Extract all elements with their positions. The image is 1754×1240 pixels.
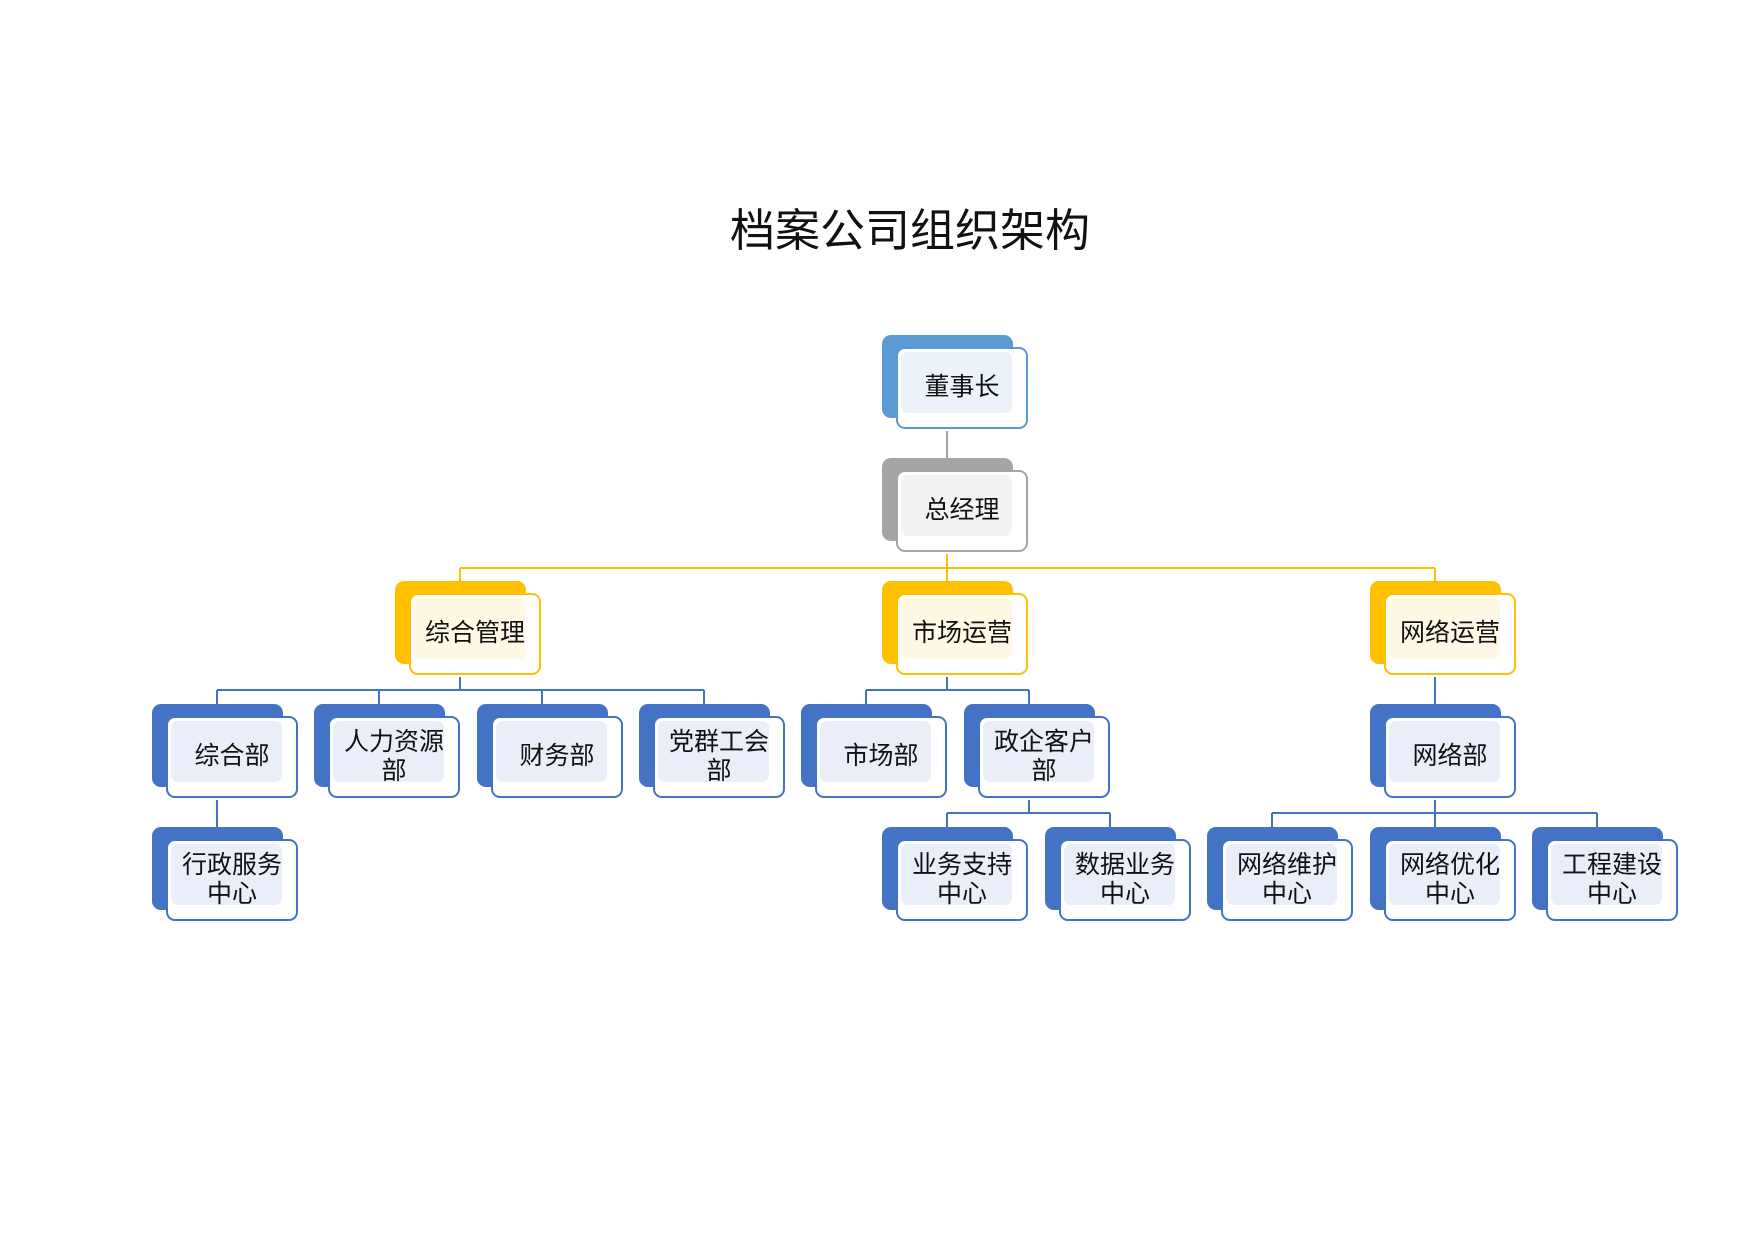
node-label: 网络优化中心 (1399, 849, 1500, 908)
node-network-optimization-center: 网络优化中心 (1370, 827, 1518, 923)
node-market-dept: 市场部 (801, 704, 949, 800)
node-network-maintenance-center: 网络维护中心 (1207, 827, 1355, 923)
node-finance-dept: 财务部 (477, 704, 625, 800)
node-label: 工程建设中心 (1561, 849, 1662, 908)
node-general-dept: 综合部 (152, 704, 300, 800)
node-label: 市场运营 (911, 618, 1012, 647)
node-label: 总经理 (924, 495, 1000, 524)
node-network-dept: 网络部 (1370, 704, 1518, 800)
node-market-operations: 市场运营 (882, 581, 1030, 677)
node-label: 数据业务中心 (1074, 849, 1175, 908)
node-party-union-dept: 党群工会部 (639, 704, 787, 800)
node-label: 财务部 (519, 741, 595, 770)
node-label: 行政服务中心 (181, 849, 282, 908)
node-label: 政企客户部 (993, 726, 1094, 785)
node-label: 综合管理 (424, 618, 525, 647)
node-label: 网络运营 (1399, 618, 1500, 647)
node-general-manager: 总经理 (882, 458, 1030, 554)
node-admin-service-center: 行政服务中心 (152, 827, 300, 923)
node-data-business-center: 数据业务中心 (1045, 827, 1193, 923)
node-label: 党群工会部 (668, 726, 769, 785)
node-chairman: 董事长 (882, 335, 1030, 431)
node-business-support-center: 业务支持中心 (882, 827, 1030, 923)
node-label: 董事长 (924, 372, 1000, 401)
node-label: 市场部 (843, 741, 919, 770)
node-gov-enterprise-dept: 政企客户部 (964, 704, 1112, 800)
node-label: 网络部 (1412, 741, 1488, 770)
page-title: 档案公司组织架构 (729, 204, 1090, 257)
node-label: 综合部 (194, 741, 270, 770)
node-label: 业务支持中心 (911, 849, 1012, 908)
node-hr-dept: 人力资源部 (314, 704, 462, 800)
node-label: 人力资源部 (343, 726, 444, 785)
node-label: 网络维护中心 (1236, 849, 1337, 908)
node-engineering-center: 工程建设中心 (1532, 827, 1680, 923)
node-network-operations: 网络运营 (1370, 581, 1518, 677)
node-general-management: 综合管理 (395, 581, 543, 677)
